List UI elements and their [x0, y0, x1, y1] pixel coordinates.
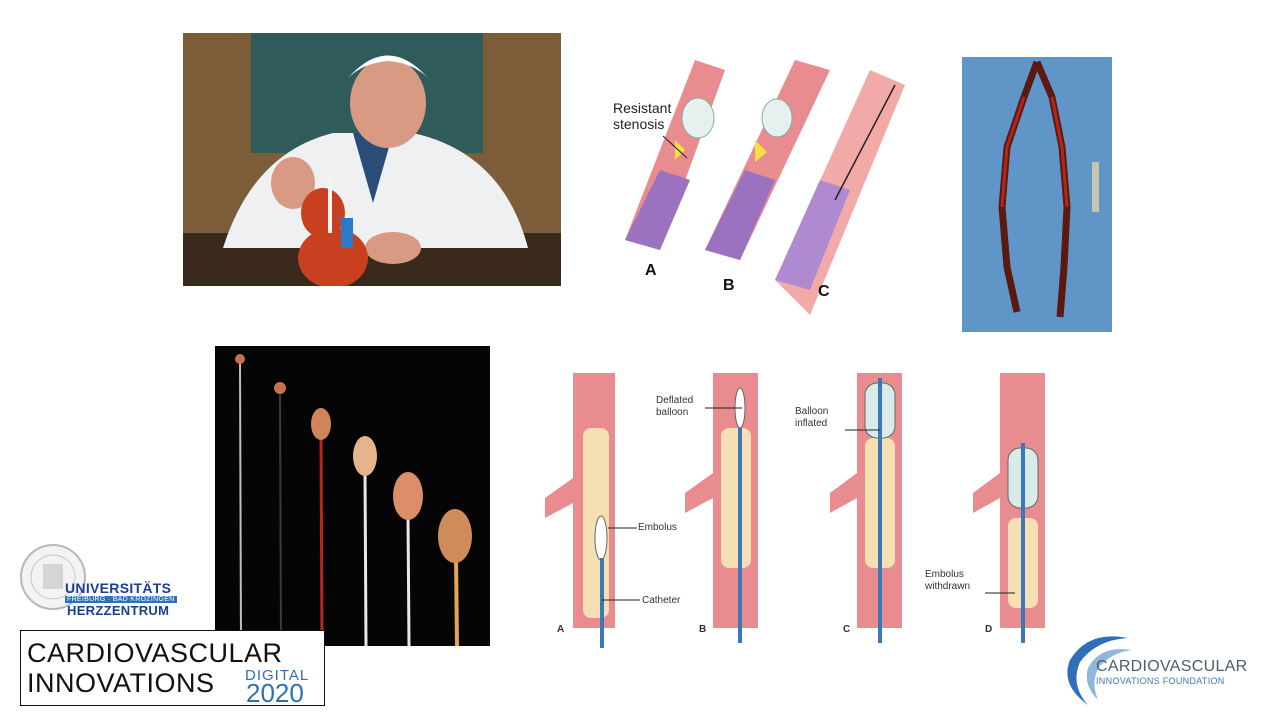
- balloon-letter-c: C: [818, 283, 830, 300]
- embolectomy-panel-c: [830, 373, 902, 643]
- embolectomy-panel-b: [685, 373, 758, 643]
- deflated-line2: balloon: [656, 407, 689, 418]
- balloon-letter-b: B: [723, 277, 735, 294]
- foundation-subtitle: INNOVATIONS FOUNDATION: [1096, 676, 1225, 686]
- label-resistant-stenosis: Resistant stenosis: [613, 100, 671, 132]
- embolectomy-letter-c: C: [843, 624, 851, 635]
- cvi-digital-logo: CARDIOVASCULAR INNOVATIONS DIGITAL 2020: [20, 630, 325, 706]
- label-catheter: Catheter: [642, 595, 681, 606]
- embolectomy-letter-a: A: [557, 624, 565, 635]
- stenosis-label-line2: stenosis: [613, 116, 665, 132]
- embolectomy-diagram-art: [545, 373, 1045, 648]
- university-title: UNIVERSITÄTS: [65, 580, 172, 596]
- cvi-year: 2020: [246, 678, 304, 708]
- surgeon-photo-art: [183, 33, 561, 286]
- cvi-line1: CARDIOVASCULAR: [27, 638, 283, 668]
- stenosis-label-line1: Resistant: [613, 100, 672, 116]
- inflated-line2: inflated: [795, 418, 828, 429]
- vessel-b: [705, 60, 830, 260]
- surgeon-photo: [183, 33, 561, 286]
- balloon-angioplasty-diagram: Resistant stenosis A B C: [605, 50, 925, 320]
- university-heart-center-logo: UNIVERSITÄTS FREIBURG · BAD KROZINGEN HE…: [15, 540, 215, 618]
- foundation-swoosh-icon: [1067, 636, 1132, 705]
- embolectomy-diagram: Embolus Catheter Deflated balloon Balloo…: [545, 368, 1055, 653]
- deflated-line1: Deflated: [656, 395, 694, 406]
- withdrawn-line1: Embolus: [925, 569, 964, 580]
- balloon-letter-a: A: [645, 262, 657, 279]
- cv-innovations-foundation-logo: CARDIOVASCULAR INNOVATIONS FOUNDATION: [1058, 630, 1258, 710]
- university-seal-icon: [20, 544, 86, 610]
- cvi-digital-label: DIGITAL: [245, 667, 310, 684]
- label-balloon-inflated: Balloon inflated: [795, 406, 828, 430]
- foundation-title: CARDIOVASCULAR: [1096, 658, 1248, 675]
- inflated-line1: Balloon: [795, 406, 829, 417]
- university-subtitle: FREIBURG · BAD KROZINGEN: [65, 596, 177, 603]
- embolectomy-panel-d: [973, 373, 1045, 643]
- label-embolus: Embolus: [638, 522, 677, 533]
- balloon-diagram-art: [625, 60, 905, 315]
- catheters-photo-art: [215, 346, 490, 646]
- label-embolus-withdrawn: Embolus withdrawn: [925, 569, 970, 593]
- cvi-line2: INNOVATIONS: [27, 668, 215, 698]
- university-herzzentrum: HERZZENTRUM: [67, 603, 170, 618]
- catheters-photo: [215, 346, 490, 646]
- clot-photo: [962, 57, 1112, 332]
- embolectomy-letter-b: B: [699, 624, 707, 635]
- embolectomy-letter-d: D: [985, 624, 993, 635]
- vessel-c: [775, 70, 905, 315]
- vessel-a: [625, 60, 725, 250]
- clot-photo-art: [962, 57, 1112, 332]
- withdrawn-line2: withdrawn: [925, 581, 971, 592]
- label-deflated-balloon: Deflated balloon: [656, 395, 693, 419]
- embolectomy-panel-a: [545, 373, 615, 648]
